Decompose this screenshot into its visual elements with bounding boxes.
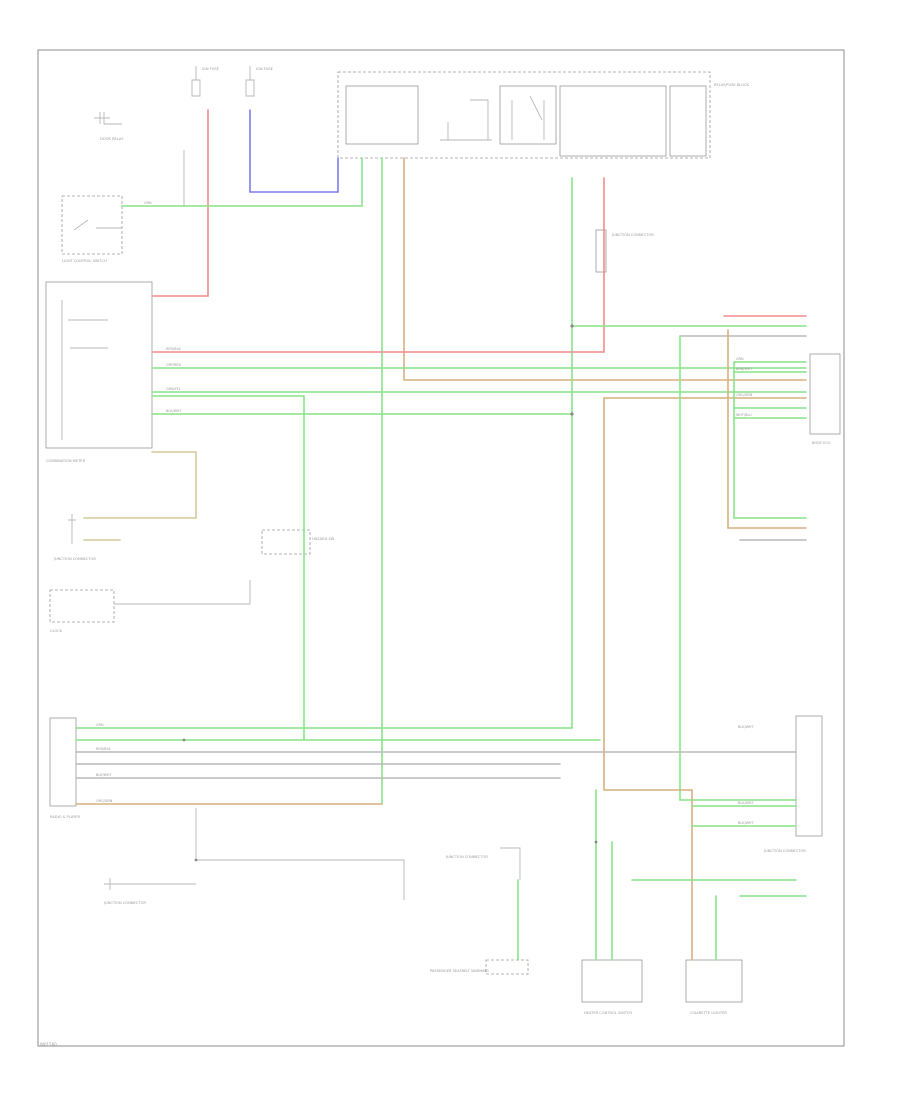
hazard-switch: HAZARD SW <box>261 529 335 555</box>
junction-block-label: RELAY/FUSE BLOCK <box>714 83 750 87</box>
wire-label-16: BLK/WHT <box>738 821 754 825</box>
cigarette-lighter: CIGARETTE LIGHTER <box>685 959 743 1015</box>
wire-label-9: WHT/BLU <box>736 413 752 417</box>
svg-text:RADIO & PLAYER: RADIO & PLAYER <box>50 815 80 819</box>
wire-green-switch <box>121 157 363 207</box>
combination-meter: COMBINATION METER <box>45 281 153 463</box>
svg-text:IGN FUSE: IGN FUSE <box>202 67 220 71</box>
svg-text:IGN FUSE: IGN FUSE <box>256 67 274 71</box>
wire-bank-vert-b <box>727 329 807 529</box>
svg-text:COMBINATION METER: COMBINATION METER <box>46 459 86 463</box>
svg-text:HEATER CONTROL SWITCH: HEATER CONTROL SWITCH <box>584 1011 632 1015</box>
wire-green-right <box>75 177 573 729</box>
wire-label-3: GRY/RED <box>166 363 181 367</box>
wire-orange-vert <box>403 157 807 381</box>
wire-label-4: GRN/YEL <box>166 387 181 391</box>
diagram-frame <box>37 49 845 1047</box>
wire-orange-drop <box>603 397 693 961</box>
svg-text:JUNCTION CONNECTOR: JUNCTION CONNECTOR <box>103 901 146 905</box>
junction-connector-2: JUNCTION CONNECTOR <box>53 514 96 561</box>
door-relay: DOOR RELAY <box>94 112 124 141</box>
wire-gray-misc-1 <box>183 150 405 900</box>
body-ecu: BODY ECU <box>809 353 841 445</box>
svg-text:CLOCK: CLOCK <box>50 629 63 633</box>
radio: RADIO & PLAYER <box>49 717 80 819</box>
svg-text:JUNCTION CONNECTOR: JUNCTION CONNECTOR <box>53 557 96 561</box>
junction-connector-1: JUNCTION CONNECTOR <box>595 229 654 273</box>
wire-label-8: ORG/GRN <box>736 393 753 397</box>
wire-green-bus-4 <box>151 395 305 741</box>
wire-label-7: BRN/WHT <box>736 367 753 371</box>
svg-text:DOOR RELAY: DOOR RELAY <box>100 137 124 141</box>
passenger-switch: PASSENGER SEATBELT WARNING <box>430 959 529 975</box>
fuse-b: IGN FUSE <box>245 66 274 97</box>
wire-label-11: RED/BLK <box>96 747 111 751</box>
dimmer-switch: LIGHT CONTROL SWITCH <box>61 195 123 263</box>
wire-label-10: GRN <box>96 723 104 727</box>
wire-label-2: RED/BLK <box>166 347 181 351</box>
right-connector: JUNCTION CONNECTOR <box>763 715 823 853</box>
svg-text:HAZARD SW: HAZARD SW <box>312 537 335 541</box>
svg-text:LIGHT CONTROL SWITCH: LIGHT CONTROL SWITCH <box>62 259 107 263</box>
svg-text:JUNCTION CONNECTOR: JUNCTION CONNECTOR <box>611 233 654 237</box>
wire-green-horiz-bottom <box>691 805 797 827</box>
fuse-a: IGN FUSE <box>191 66 220 97</box>
wire-red-right <box>151 177 605 353</box>
wire-red-fuse <box>151 109 209 297</box>
clock: CLOCK <box>49 589 115 633</box>
wire-label-13: ORG/GRN <box>96 799 113 803</box>
wire-bank-vert-a <box>733 361 807 519</box>
svg-text:PASSENGER SEATBELT WARNING: PASSENGER SEATBELT WARNING <box>430 969 489 973</box>
wire-label-5: BLK/WHT <box>166 409 182 413</box>
svg-text:BODY ECU: BODY ECU <box>812 441 831 445</box>
ac-control: HEATER CONTROL SWITCH <box>581 959 643 1015</box>
wire-label-15: BLK/WHT <box>738 801 754 805</box>
wire-label-1: GRN <box>144 201 152 205</box>
wire-label-12: BLK/WHT <box>96 773 112 777</box>
wire-blue <box>249 109 339 193</box>
wire-label-14: BLK/WHT <box>738 725 754 729</box>
junction-block: RELAY/FUSE BLOCK <box>337 71 750 159</box>
svg-text:JUNCTION CONNECTOR: JUNCTION CONNECTOR <box>763 849 806 853</box>
wire-right-long <box>679 335 797 801</box>
diagram-footer-id: W01560 <box>40 1042 57 1047</box>
wire-label-6: GRN <box>736 357 744 361</box>
wire-clock <box>114 580 251 605</box>
svg-text:JUNCTION CONNECTOR: JUNCTION CONNECTOR <box>445 855 488 859</box>
svg-text:CIGARETTE LIGHTER: CIGARETTE LIGHTER <box>690 1011 727 1015</box>
wire-yellow-meter <box>83 451 197 519</box>
junction-connector-3: JUNCTION CONNECTOR <box>103 878 146 905</box>
junction-connector-4: JUNCTION CONNECTOR <box>445 847 521 880</box>
